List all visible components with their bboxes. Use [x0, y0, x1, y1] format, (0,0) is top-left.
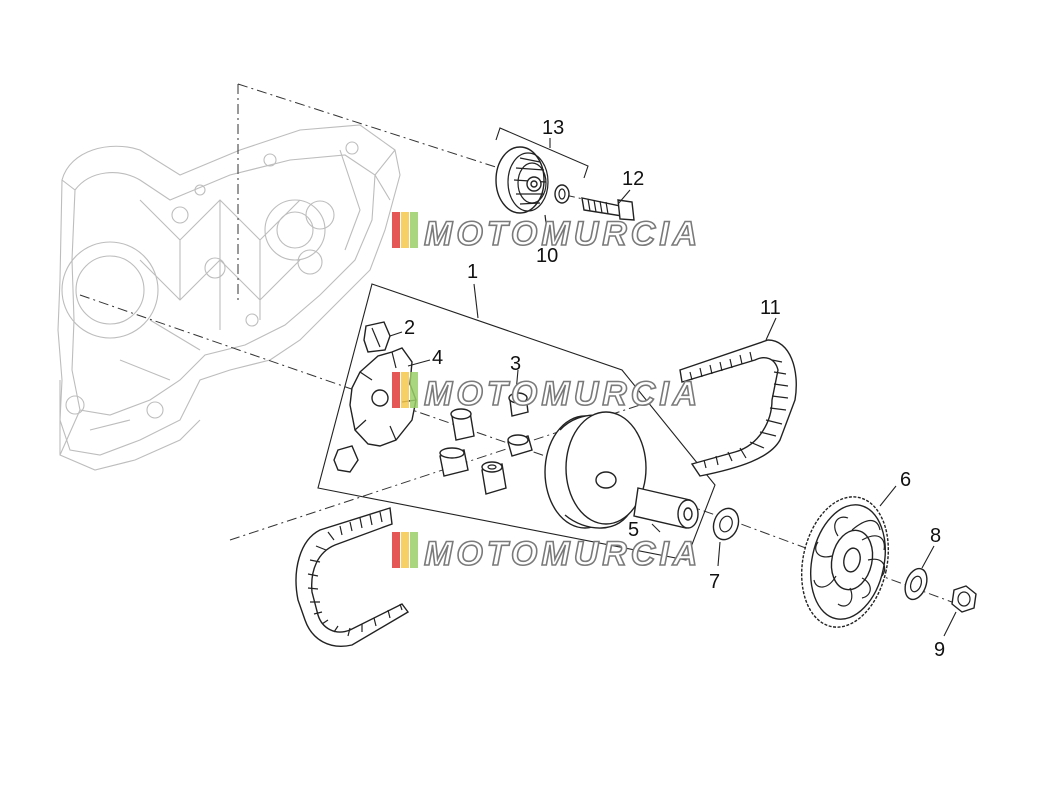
bushing-sleeve-5: [633, 487, 699, 529]
callout-5: 5: [628, 519, 639, 541]
callout-8: 8: [930, 525, 941, 547]
watermark-middle: MOTOMURCIA: [392, 372, 701, 414]
watermark-logo-stripes: [392, 212, 418, 248]
rollers-3: [439, 392, 533, 495]
callout-10: 10: [536, 245, 558, 267]
watermark-stripe: [401, 212, 409, 248]
watermark-stripe: [410, 372, 418, 408]
callout-1: 1: [467, 261, 478, 283]
watermark-top: MOTOMURCIA: [392, 212, 701, 254]
leader-8: [921, 545, 935, 569]
watermark-stripe: [410, 532, 418, 568]
leader-12: [617, 189, 631, 205]
leader-6: [879, 485, 897, 507]
crankcase-ghost: [57, 124, 401, 471]
watermark-text: MOTOMURCIA: [424, 215, 701, 253]
pulley-bolt-12: [581, 197, 635, 221]
watermark-stripe: [401, 532, 409, 568]
drive-belt-11: [295, 339, 797, 647]
washer-7: [712, 507, 740, 541]
leader-11: [765, 317, 777, 341]
callout-6: 6: [900, 469, 911, 491]
slider-2: [363, 321, 391, 353]
kit-frame-1: [317, 283, 716, 561]
leader-3: [515, 369, 519, 393]
leader-9: [943, 611, 957, 637]
watermark-stripe: [410, 212, 418, 248]
watermarks: MOTOMURCIA MOTOMURCIA MOTOMURCIA: [392, 212, 701, 574]
watermark-logo-stripes: [392, 532, 418, 568]
bracket-13: [495, 127, 589, 179]
watermark-stripe: [392, 372, 400, 408]
callout-2: 2: [404, 317, 415, 339]
leader-4: [407, 359, 431, 367]
watermark-logo-stripes: [392, 372, 418, 408]
idler-pulley-13: [495, 146, 570, 214]
washer-8: [904, 567, 928, 601]
nut-9: [951, 585, 977, 613]
watermark-bottom: MOTOMURCIA: [392, 532, 701, 574]
callout-9: 9: [934, 639, 945, 661]
variator-pulley-1: [544, 411, 647, 529]
watermark-text: MOTOMURCIA: [424, 535, 701, 573]
slider-clip: [333, 445, 359, 473]
leader-7: [717, 541, 721, 567]
watermark-stripe: [392, 212, 400, 248]
leader-1: [473, 283, 479, 319]
watermark-stripe: [401, 372, 409, 408]
callout-7: 7: [709, 571, 720, 593]
watermark-text: MOTOMURCIA: [424, 375, 701, 413]
callout-3: 3: [510, 353, 521, 375]
callout-12: 12: [622, 168, 644, 190]
callout-4: 4: [432, 347, 443, 369]
part-10-hidden: [544, 214, 549, 239]
callout-11: 11: [760, 297, 781, 319]
callout-13: 13: [542, 117, 564, 139]
fan-pulley-6: [800, 496, 890, 628]
leader-5: [651, 523, 661, 533]
callout-labels: 13 12 10 1 2 3 4 11 5 6 7 8 9: [404, 117, 945, 661]
leader-2: [389, 331, 403, 337]
watermark-stripe: [392, 532, 400, 568]
